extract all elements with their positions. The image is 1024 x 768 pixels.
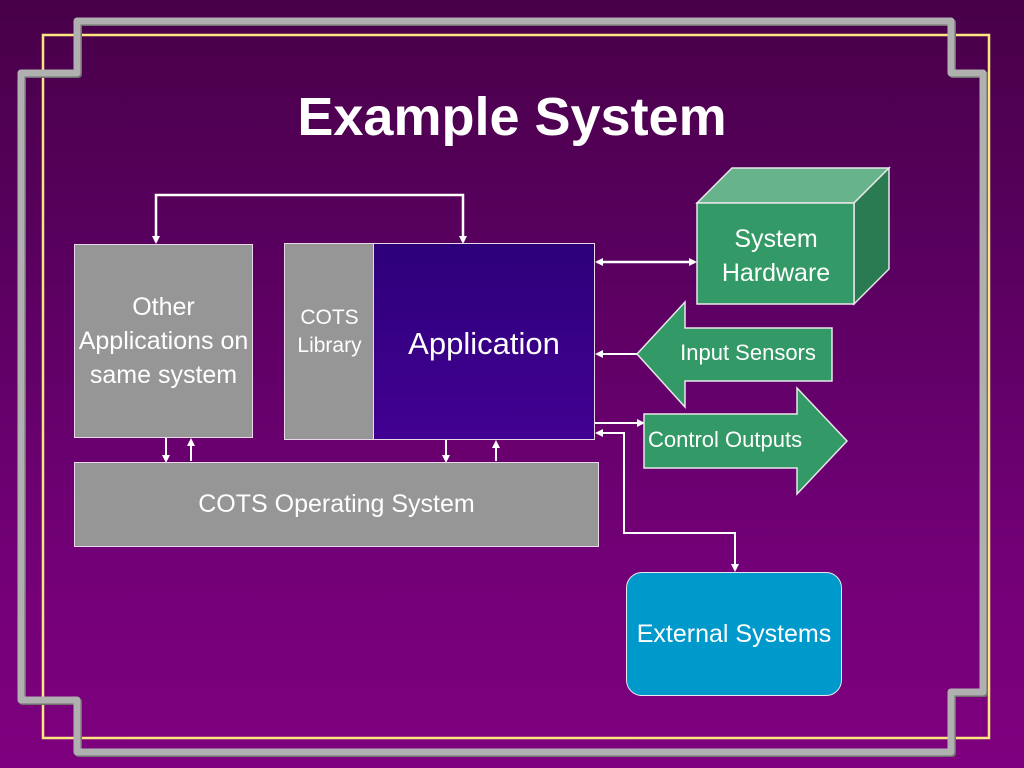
slide-title: Example System (297, 87, 727, 147)
hardware-front-face (696, 202, 855, 305)
input-sensors-label: Input Sensors (680, 340, 816, 365)
input-sensors-arrow[interactable] (635, 300, 833, 409)
other-applications-box[interactable]: Other Applications on same system (74, 244, 253, 438)
cots-os-box[interactable]: COTS Operating System (74, 462, 599, 547)
system-hardware-label: System Hardware (721, 225, 831, 287)
arrow-other-apps-application (152, 193, 467, 244)
application-box[interactable]: Application (373, 243, 595, 440)
frame-gray-border-top (17, 17, 987, 756)
control-outputs-arrow[interactable] (643, 386, 849, 496)
arrow-application-external (595, 429, 739, 572)
cots-library-box[interactable]: COTS Library (284, 243, 375, 440)
control-outputs-label: Control Outputs (648, 427, 803, 452)
frame-gold-border (41, 33, 991, 740)
external-systems-box[interactable]: External Systems (626, 572, 842, 696)
